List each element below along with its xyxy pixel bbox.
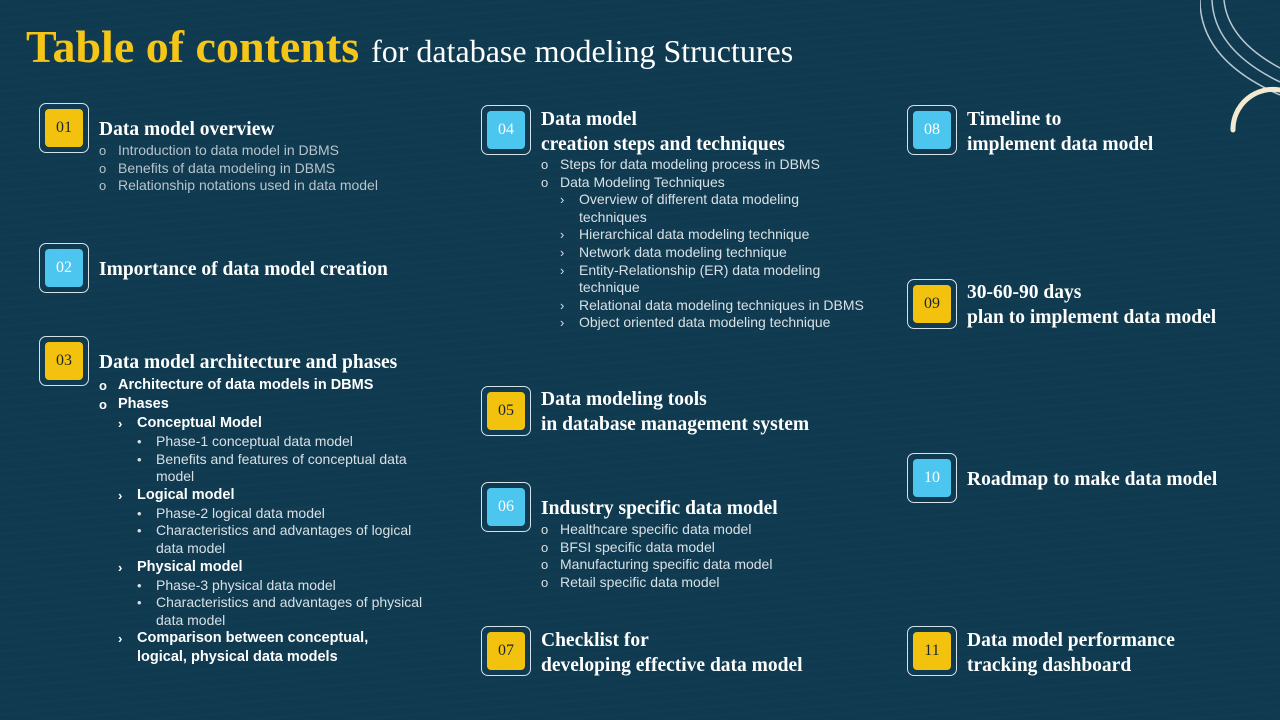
corner-arcs-decoration xyxy=(1200,0,1280,133)
section-03-heading-line: Data model architecture and phases xyxy=(99,352,398,373)
list-item: ›Object oriented data modeling technique xyxy=(560,314,831,331)
section-06-heading-line: Industry specific data model xyxy=(541,498,778,519)
section-02-heading-line: Importance of data model creation xyxy=(99,259,388,280)
section-09-heading-line-2: plan to implement data model xyxy=(967,307,1217,328)
section-02-badge: 02 xyxy=(39,243,89,293)
list-item: ›Relational data modeling techniques in … xyxy=(560,296,864,313)
list-item: •Phase-1 conceptual data model xyxy=(137,433,353,449)
section-06-heading: Industry specific data model xyxy=(541,496,778,521)
section-08-heading: Timeline to implement data model xyxy=(967,107,1153,157)
section-10-heading-line: Roadmap to make data model xyxy=(967,469,1218,490)
list-item: techniques xyxy=(579,208,647,225)
section-08-badge: 08 xyxy=(907,105,957,155)
list-item: ›Logical model xyxy=(118,486,235,503)
section-05-number: 05 xyxy=(487,392,525,430)
section-01-heading: Data model overview xyxy=(99,117,274,142)
section-06-badge: 06 xyxy=(481,482,531,532)
section-04-heading: Data model creation steps and techniques xyxy=(541,107,785,157)
section-05-heading-line-1: Data modeling tools xyxy=(541,389,707,410)
section-10-heading: Roadmap to make data model xyxy=(967,467,1217,492)
list-item: ›Network data modeling technique xyxy=(560,243,787,260)
title-main: Table of contents xyxy=(26,21,360,72)
section-09-number: 09 xyxy=(913,285,951,323)
list-item: ›Comparison between conceptual, xyxy=(118,630,369,647)
section-04-number: 04 xyxy=(487,111,525,149)
section-09-heading: 30-60-90 days plan to implement data mod… xyxy=(967,280,1216,330)
section-11-heading-line-1: Data model performance xyxy=(967,630,1175,651)
list-item: ›Physical model xyxy=(118,558,243,575)
section-05-badge: 05 xyxy=(481,386,531,436)
section-02-number: 02 xyxy=(45,249,83,287)
section-08-number: 08 xyxy=(913,111,951,149)
section-01-number: 01 xyxy=(45,109,83,147)
section-04-heading-line-2: creation steps and techniques xyxy=(541,134,785,155)
section-07-heading-line-2: developing effective data model xyxy=(541,655,803,676)
section-08-heading-line-2: implement data model xyxy=(967,134,1154,155)
list-item: data model xyxy=(156,611,226,628)
list-item: ›Conceptual Model xyxy=(118,415,262,431)
section-11-badge: 11 xyxy=(907,626,957,676)
section-08-heading-line-1: Timeline to xyxy=(967,109,1062,130)
section-10-number: 10 xyxy=(913,459,951,497)
title-subtitle: for database modeling Structures xyxy=(371,33,794,69)
section-03-number: 03 xyxy=(45,342,83,380)
list-item: model xyxy=(156,468,195,485)
list-item: ›Hierarchical data modeling technique xyxy=(560,226,810,243)
list-item: •Characteristics and advantages of logic… xyxy=(137,522,412,539)
list-item: •Phase-2 logical data model xyxy=(137,504,325,521)
section-10-badge: 10 xyxy=(907,453,957,503)
section-11-heading-line-2: tracking dashboard xyxy=(967,655,1132,676)
section-11-heading: Data model performance tracking dashboar… xyxy=(967,628,1175,678)
section-07-heading: Checklist for developing effective data … xyxy=(541,628,803,678)
section-03-badge: 03 xyxy=(39,336,89,386)
list-item: ›Entity-Relationship (ER) data modeling xyxy=(560,261,821,278)
list-item: •Characteristics and advantages of physi… xyxy=(137,594,423,611)
section-04-badge: 04 xyxy=(481,105,531,155)
section-06-number: 06 xyxy=(487,488,525,526)
section-07-badge: 07 xyxy=(481,626,531,676)
list-item: •Phase-3 physical data model xyxy=(137,576,336,593)
list-item: ›Overview of different data modeling xyxy=(560,191,799,208)
section-09-heading-line-1: 30-60-90 days xyxy=(967,282,1082,303)
section-07-heading-line-1: Checklist for xyxy=(541,630,649,651)
section-05-heading-line-2: in database management system xyxy=(541,414,810,435)
section-02-heading: Importance of data model creation xyxy=(99,257,388,282)
list-item: •Benefits and features of conceptual dat… xyxy=(137,450,407,467)
section-01-heading-line: Data model overview xyxy=(99,119,275,140)
section-09-badge: 09 xyxy=(907,279,957,329)
list-item: technique xyxy=(579,279,640,296)
section-07-number: 07 xyxy=(487,632,525,670)
section-05-heading: Data modeling tools in database manageme… xyxy=(541,387,809,437)
section-03-heading: Data model architecture and phases xyxy=(99,350,397,375)
section-01-badge: 01 xyxy=(39,103,89,153)
page-title: Table of contents for database modeling … xyxy=(26,20,793,73)
list-item: logical, physical data models xyxy=(137,649,338,666)
section-11-number: 11 xyxy=(913,632,951,670)
section-04-heading-line-1: Data model xyxy=(541,109,637,130)
list-item: data model xyxy=(156,539,226,556)
